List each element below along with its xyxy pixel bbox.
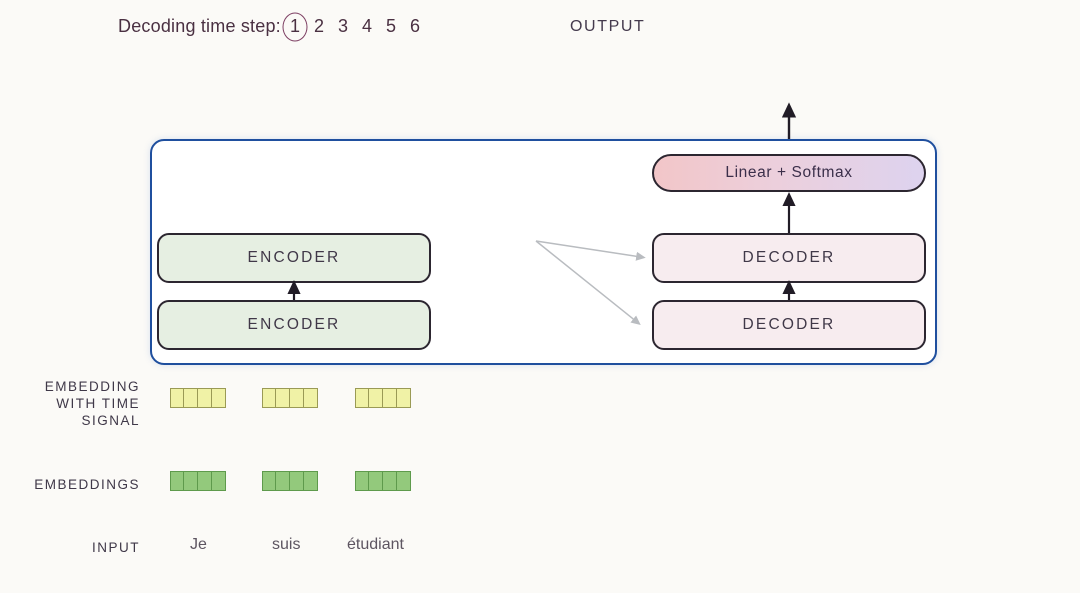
input-token-0: Je [190, 536, 207, 553]
decoding-step-6[interactable]: 6 [409, 16, 420, 36]
input-token-2: étudiant [347, 536, 404, 553]
decoding-step-1[interactable]: 1 [283, 16, 307, 37]
decoding-step-3[interactable]: 3 [337, 16, 348, 36]
vector-cell [276, 388, 290, 408]
time-signal-vector-suis [262, 388, 318, 408]
row-label-embedding-with-time-signal: EMBEDDING WITH TIME SIGNAL [44, 379, 140, 428]
output-label: OUTPUT [570, 18, 646, 35]
embedding-vector-je [170, 471, 226, 491]
embedding-vector-etudiant [355, 471, 411, 491]
time-signal-vector-je [170, 388, 226, 408]
vector-cell [212, 471, 226, 491]
vector-cell [397, 388, 411, 408]
encoder-block-bottom[interactable]: ENCODER [157, 300, 431, 350]
vector-cell [262, 388, 276, 408]
vector-cell [170, 388, 184, 408]
vector-cell [276, 471, 290, 491]
decoding-step-2[interactable]: 2 [313, 16, 324, 36]
encoder-block-top[interactable]: ENCODER [157, 233, 431, 283]
vector-cell [212, 388, 226, 408]
vector-cell [290, 471, 304, 491]
time-signal-vector-etudiant [355, 388, 411, 408]
decoding-step-list: 1 2 3 4 5 6 [283, 16, 427, 37]
row-label-input: INPUT [92, 540, 140, 555]
vector-cell [184, 388, 198, 408]
decoding-step-4[interactable]: 4 [361, 16, 372, 36]
vector-cell [198, 388, 212, 408]
vector-cell [369, 471, 383, 491]
decoder-block-bottom[interactable]: DECODER [652, 300, 926, 350]
vector-cell [184, 471, 198, 491]
decoding-time-step-label: Decoding time step: [118, 16, 281, 36]
embedding-vector-suis [262, 471, 318, 491]
vector-cell [170, 471, 184, 491]
vector-cell [290, 388, 304, 408]
vector-cell [355, 388, 369, 408]
vector-cell [198, 471, 212, 491]
linear-softmax-block[interactable]: Linear + Softmax [652, 154, 926, 192]
vector-cell [304, 471, 318, 491]
vector-cell [355, 471, 369, 491]
vector-cell [383, 388, 397, 408]
input-token-1: suis [272, 536, 301, 553]
row-label-embeddings: EMBEDDINGS [34, 477, 140, 492]
vector-cell [369, 388, 383, 408]
vector-cell [383, 471, 397, 491]
decoding-step-5[interactable]: 5 [385, 16, 396, 36]
decoder-block-top[interactable]: DECODER [652, 233, 926, 283]
vector-cell [262, 471, 276, 491]
vector-cell [304, 388, 318, 408]
vector-cell [397, 471, 411, 491]
